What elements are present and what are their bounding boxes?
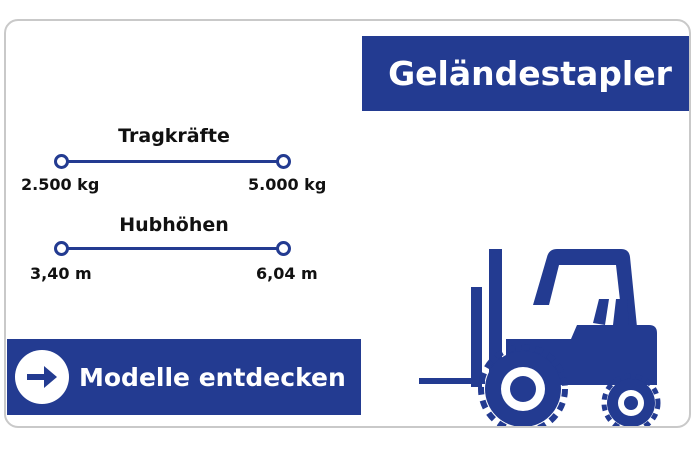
range-end-dot <box>276 241 291 256</box>
arrow-right-icon <box>15 350 69 404</box>
spec-min-value: 3,40 m <box>30 264 92 283</box>
product-card: Geländestapler Tragkräfte 2.500 kg 5.000… <box>4 19 691 428</box>
spec-lift-height: Hubhöhen 3,40 m 6,04 m <box>6 214 346 294</box>
discover-models-button[interactable]: Modelle entdecken <box>7 339 361 415</box>
range-line <box>66 160 288 163</box>
rear-wheel <box>478 344 568 426</box>
spec-label: Hubhöhen <box>119 214 229 236</box>
forklift-icon <box>419 249 661 426</box>
cta-label: Modelle entdecken <box>79 362 346 392</box>
front-wheel <box>601 373 661 426</box>
page-title: Geländestapler <box>362 36 689 111</box>
spec-min-value: 2.500 kg <box>21 175 100 194</box>
spec-load-capacity: Tragkräfte 2.500 kg 5.000 kg <box>6 125 346 205</box>
range-line <box>66 247 288 250</box>
range-start-dot <box>54 241 69 256</box>
spec-max-value: 5.000 kg <box>248 175 327 194</box>
spec-max-value: 6,04 m <box>256 264 318 283</box>
range-start-dot <box>54 154 69 169</box>
range-end-dot <box>276 154 291 169</box>
spec-label: Tragkräfte <box>118 125 230 147</box>
